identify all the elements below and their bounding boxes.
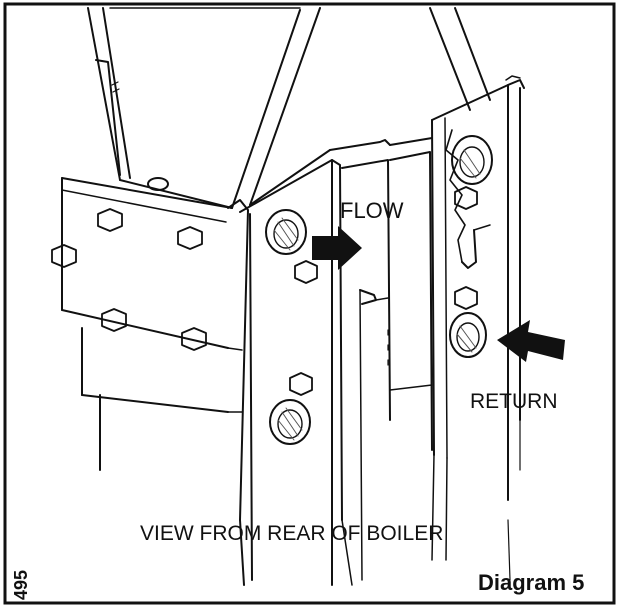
rear-bracket-bolts: [454, 186, 478, 310]
flue-hood: [87, 7, 491, 209]
boiler-drawing: [51, 7, 525, 586]
return-label: RETURN: [470, 390, 558, 413]
bracket-bolts: [289, 260, 318, 396]
rear-bracket: [431, 75, 525, 581]
flow-connection-lower: [269, 399, 311, 445]
front-bracket: [227, 151, 433, 586]
return-connection-lower: [449, 312, 487, 358]
diagram-title: Diagram 5: [478, 570, 584, 595]
block-bolts: [51, 208, 207, 351]
diagram-caption: VIEW FROM REAR OF BOILER: [140, 522, 443, 545]
flow-connection-upper: [265, 209, 307, 255]
reference-number: 495: [11, 570, 31, 600]
diagram-frame: [3, 2, 616, 605]
return-arrow: [497, 320, 565, 362]
return-connection-upper: [451, 135, 493, 185]
heat-exchanger-block: [61, 137, 433, 471]
flow-arrow: [312, 226, 362, 270]
hood-bolt: [147, 177, 169, 191]
flow-label: FLOW: [340, 198, 404, 223]
